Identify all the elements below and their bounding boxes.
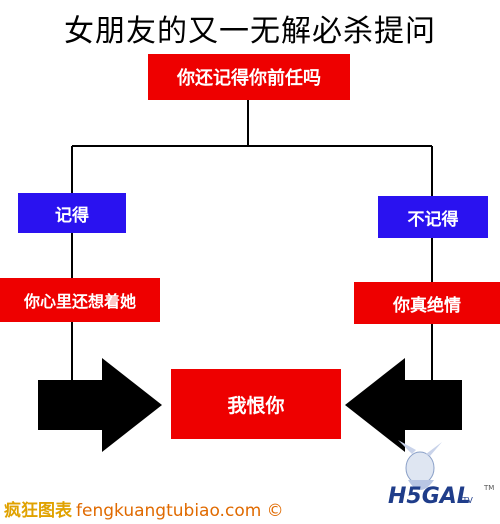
not-remember-node: 不记得 <box>378 196 488 238</box>
heartless-node: 你真绝情 <box>354 282 500 324</box>
watermark-brand: 疯狂图表 <box>4 501 72 521</box>
diagram-title: 女朋友的又一无解必杀提问 <box>64 14 436 49</box>
h5gal-logo: H5GAL .TV TM <box>368 440 498 520</box>
logo-tm: TM <box>484 484 495 492</box>
logo-text: H5GAL <box>388 484 471 509</box>
still-think-node: 你心里还想着她 <box>0 278 160 322</box>
logo-mascot-icon <box>398 440 442 490</box>
arrow-right <box>38 358 162 452</box>
arrow-left <box>345 358 462 452</box>
remember-node: 记得 <box>18 193 126 233</box>
logo-sub: .TV <box>460 496 473 505</box>
watermark-url: fengkuangtubiao.com © <box>76 501 284 521</box>
result-node: 我恨你 <box>171 369 341 439</box>
question-node: 你还记得你前任吗 <box>148 54 350 100</box>
